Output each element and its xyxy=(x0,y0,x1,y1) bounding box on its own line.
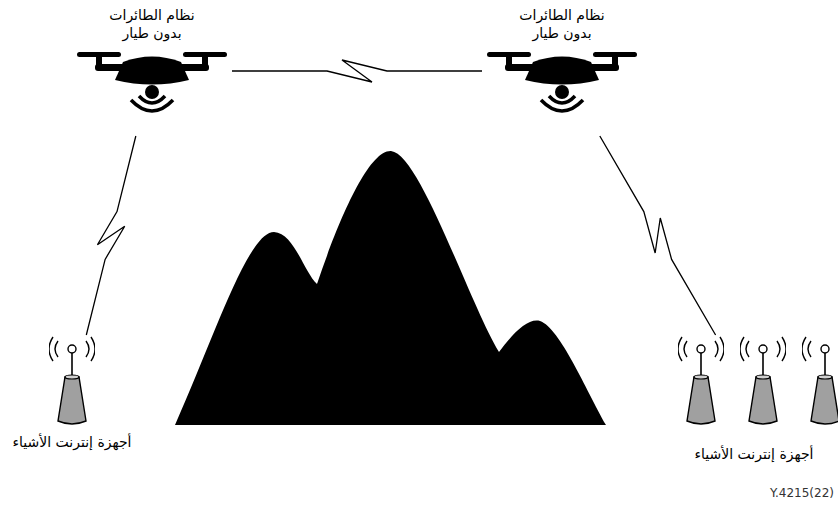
signal-arc xyxy=(86,341,89,357)
drone-body xyxy=(115,57,189,85)
device-body xyxy=(687,377,715,424)
antenna-tip xyxy=(697,345,705,353)
iot-node: أجهزة إنترنت الأشياء xyxy=(670,335,838,467)
signal-arc xyxy=(782,337,786,361)
device-top xyxy=(694,375,708,379)
signal-arc xyxy=(131,100,173,111)
device-top xyxy=(818,375,832,379)
device-top xyxy=(756,375,770,379)
iot-device-icon xyxy=(678,335,724,427)
drone-camera xyxy=(145,85,159,99)
mountain-shape xyxy=(175,151,606,425)
signal-arc xyxy=(777,341,780,357)
iot-device-icon xyxy=(49,335,95,427)
drone-body xyxy=(525,57,599,85)
system-label: نظام الطائرات بدون طيار xyxy=(97,6,207,42)
device-top xyxy=(65,375,79,379)
signal-arc xyxy=(55,341,58,357)
device-body xyxy=(749,377,777,424)
drone-icon xyxy=(77,46,227,126)
antenna-mast xyxy=(762,353,764,377)
antenna-mast xyxy=(824,353,826,377)
device-row xyxy=(4,335,140,429)
signal-arc xyxy=(49,337,53,361)
device-body xyxy=(58,377,86,424)
iot-device-icon xyxy=(740,335,786,427)
device-body xyxy=(811,377,838,424)
signal-arc xyxy=(715,341,718,357)
signal-arc xyxy=(549,96,575,103)
iot-node: أجهزة إنترنت الأشياء xyxy=(4,335,140,450)
antenna-tip xyxy=(821,345,829,353)
drone-camera xyxy=(555,85,569,99)
signal-arc xyxy=(720,337,724,361)
drone-icon xyxy=(487,46,637,126)
antenna-mast xyxy=(71,353,73,377)
wireless-link xyxy=(600,136,716,335)
wireless-link xyxy=(86,136,136,335)
antenna-tip xyxy=(759,345,767,353)
wireless-link xyxy=(232,60,482,82)
signal-arc xyxy=(684,341,687,357)
signal-arc xyxy=(139,96,165,103)
device-row xyxy=(670,335,838,429)
signal-arc xyxy=(808,341,811,357)
iot-device-icon xyxy=(802,335,838,427)
device-label: أجهزة إنترنت الأشياء xyxy=(670,445,838,463)
signal-arc xyxy=(678,337,682,361)
signal-arc xyxy=(746,341,749,357)
drone-node: نظام الطائرات بدون طيار xyxy=(482,6,642,136)
signal-arc xyxy=(802,337,806,361)
system-label: نظام الطائرات بدون طيار xyxy=(507,6,617,42)
antenna-tip xyxy=(68,345,76,353)
drone-node: نظام الطائرات بدون طيار xyxy=(72,6,232,136)
signal-arc xyxy=(91,337,95,361)
figure-id: Y.4215(22) xyxy=(770,486,834,500)
device-label: أجهزة إنترنت الأشياء xyxy=(4,433,140,451)
signal-arc xyxy=(740,337,744,361)
antenna-mast xyxy=(700,353,702,377)
signal-arc xyxy=(541,100,583,111)
